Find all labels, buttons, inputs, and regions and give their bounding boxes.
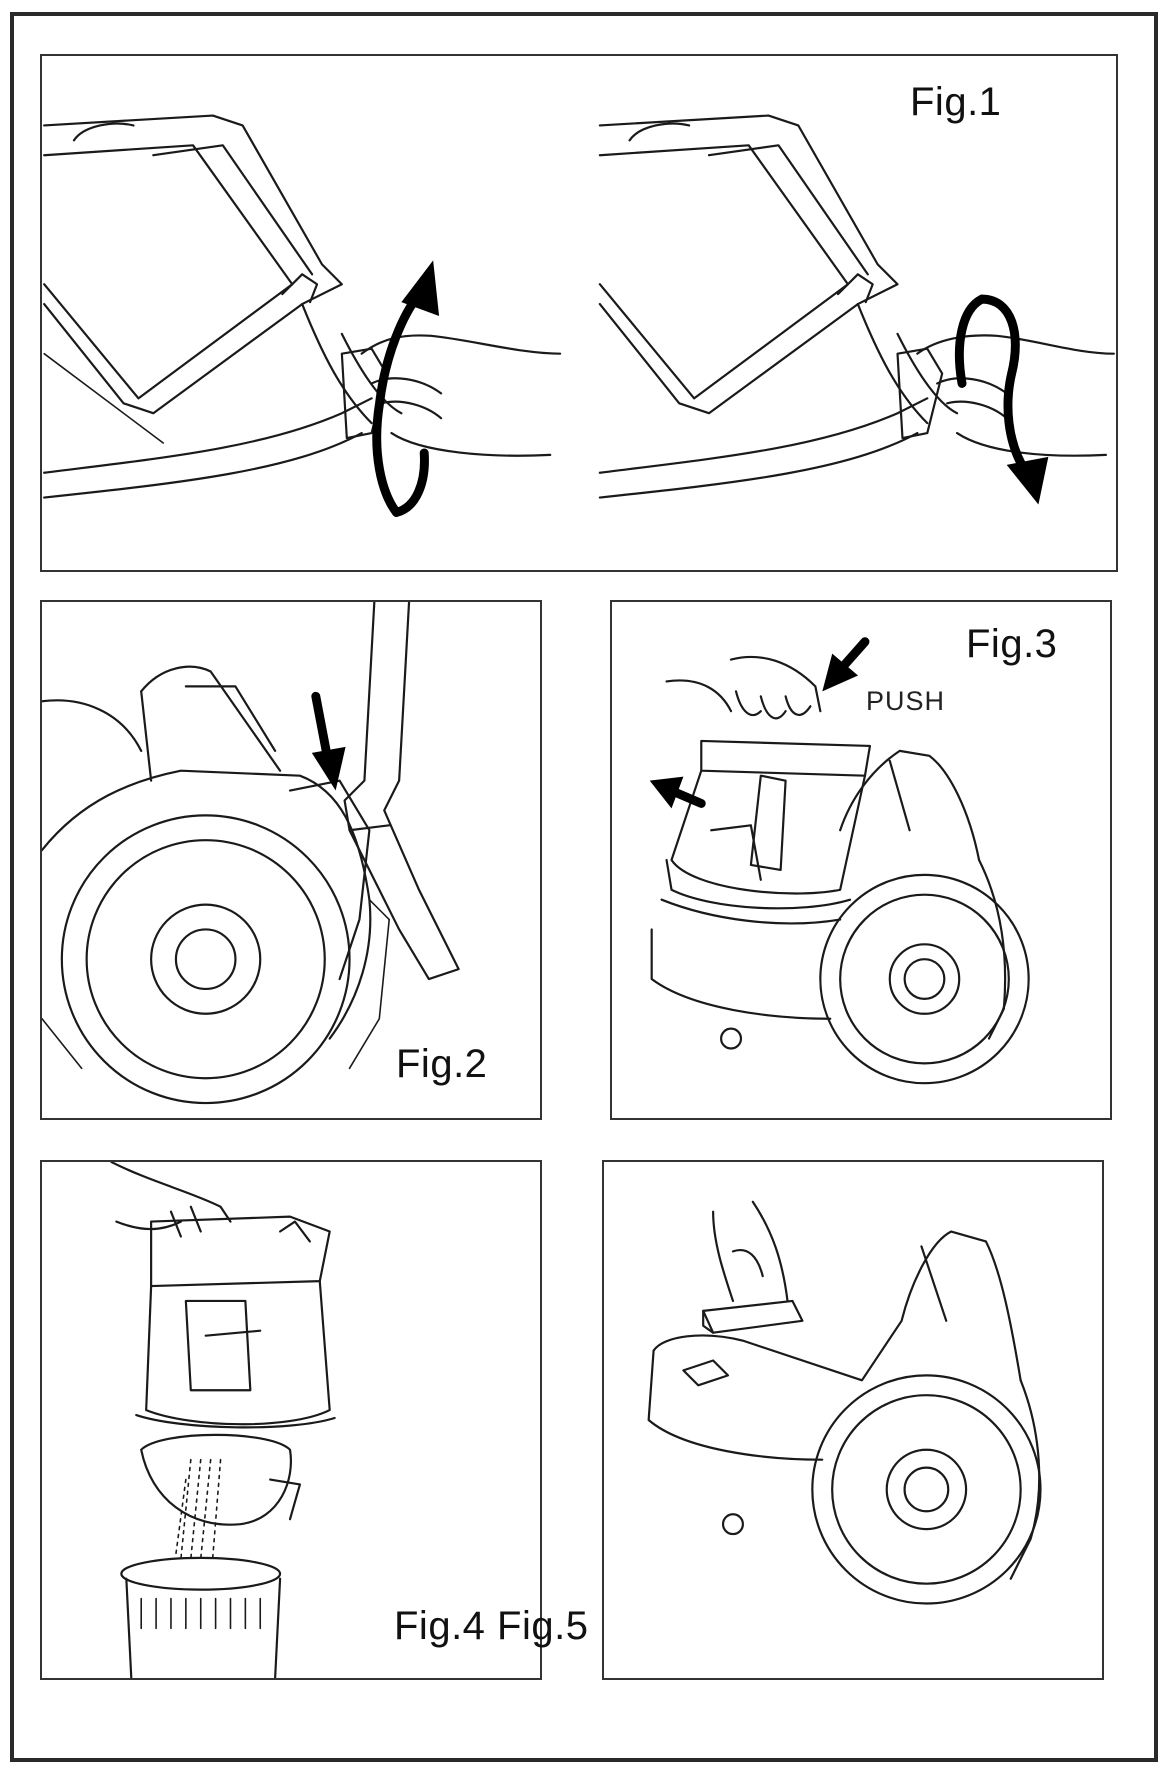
figure-3-illustration (649, 637, 1030, 1085)
fig4-hand (110, 1162, 232, 1238)
figure-4-5-label: Fig.4 Fig.5 (394, 1604, 589, 1648)
figure-2-panel: Fig.2 (40, 600, 542, 1120)
fig2-hose (343, 602, 460, 981)
fig5-vacuum (647, 1230, 1042, 1605)
fig3-dust-container (665, 739, 872, 910)
fig5-hand (712, 1200, 789, 1303)
figure-5-panel (602, 1160, 1104, 1680)
figure-3-panel: Fig.3 PUSH (610, 600, 1112, 1120)
figure-2-label: Fig.2 (396, 1042, 488, 1086)
fig2-vacuum (42, 665, 391, 1105)
fig1-left-arrow (372, 260, 440, 517)
fig5-filter (702, 1299, 804, 1334)
figure-1-panel: Fig.1 (40, 54, 1118, 572)
figure-1-illustration (43, 114, 1115, 517)
fig3-hand (665, 655, 822, 720)
figure-1-label: Fig.1 (910, 80, 1002, 124)
figure-2-illustration (42, 602, 460, 1105)
fig3-vacuum (650, 749, 1030, 1085)
fig1-left-vacuum (43, 114, 403, 499)
figure-4-panel (40, 1160, 542, 1680)
page-frame (10, 12, 1158, 1762)
fig1-left-hand (340, 334, 562, 457)
push-annotation: PUSH (866, 686, 946, 716)
fig4-lid (140, 1433, 302, 1526)
fig2-arrow (311, 691, 346, 791)
figure-5-illustration (647, 1200, 1042, 1605)
fig4-trash-bin (120, 1556, 282, 1678)
fig4-dust-container (135, 1215, 336, 1429)
fig3-push-arrow (822, 637, 870, 692)
figure-3-label: Fig.3 (966, 622, 1058, 666)
figure-4-illustration (110, 1162, 336, 1678)
fig1-right-vacuum (598, 114, 959, 499)
fig1-right-arrow (955, 294, 1049, 505)
fig3-pull-arrow (649, 776, 706, 809)
fig4-dust-stream (175, 1458, 222, 1560)
